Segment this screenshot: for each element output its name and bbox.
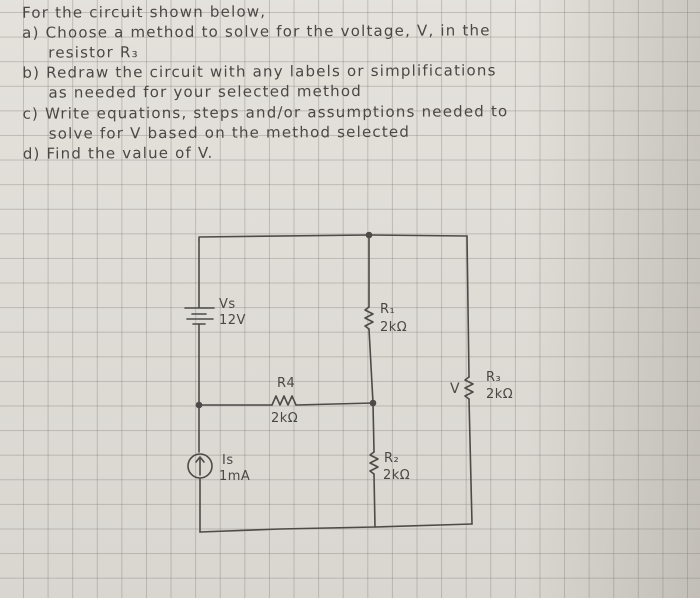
r4-value: 2kΩ [271, 411, 299, 426]
vs-value: 12V [219, 313, 246, 328]
is-label: Is [222, 453, 234, 468]
is-value: 1mA [219, 469, 251, 484]
resistor-r2-icon [369, 451, 379, 475]
r1-label: R₁ [380, 302, 396, 317]
wire-r2-bottom [373, 473, 376, 528]
r4-label: R4 [277, 376, 296, 391]
wire-r1-bottom [368, 328, 374, 404]
wire-r3-bottom [468, 398, 473, 525]
wire-bottom [199, 523, 473, 533]
current-source-icon [187, 453, 213, 479]
wire-r2-top [372, 402, 375, 453]
wire-r3-top [466, 235, 470, 378]
resistor-r4-icon [271, 395, 297, 406]
r1-value: 2kΩ [380, 320, 408, 335]
battery-icon [184, 307, 215, 325]
wire-top [198, 234, 468, 241]
resistor-r1-icon [364, 306, 374, 330]
vs-label: Vs [219, 297, 236, 312]
r3-label: R₃ [486, 370, 502, 385]
r2-label: R₂ [384, 451, 400, 466]
v-label: V [450, 381, 461, 397]
r2-value: 2kΩ [383, 468, 411, 483]
resistor-r3-icon [464, 376, 474, 400]
wire-r4-right [295, 402, 374, 406]
r3-value: 2kΩ [486, 387, 514, 402]
